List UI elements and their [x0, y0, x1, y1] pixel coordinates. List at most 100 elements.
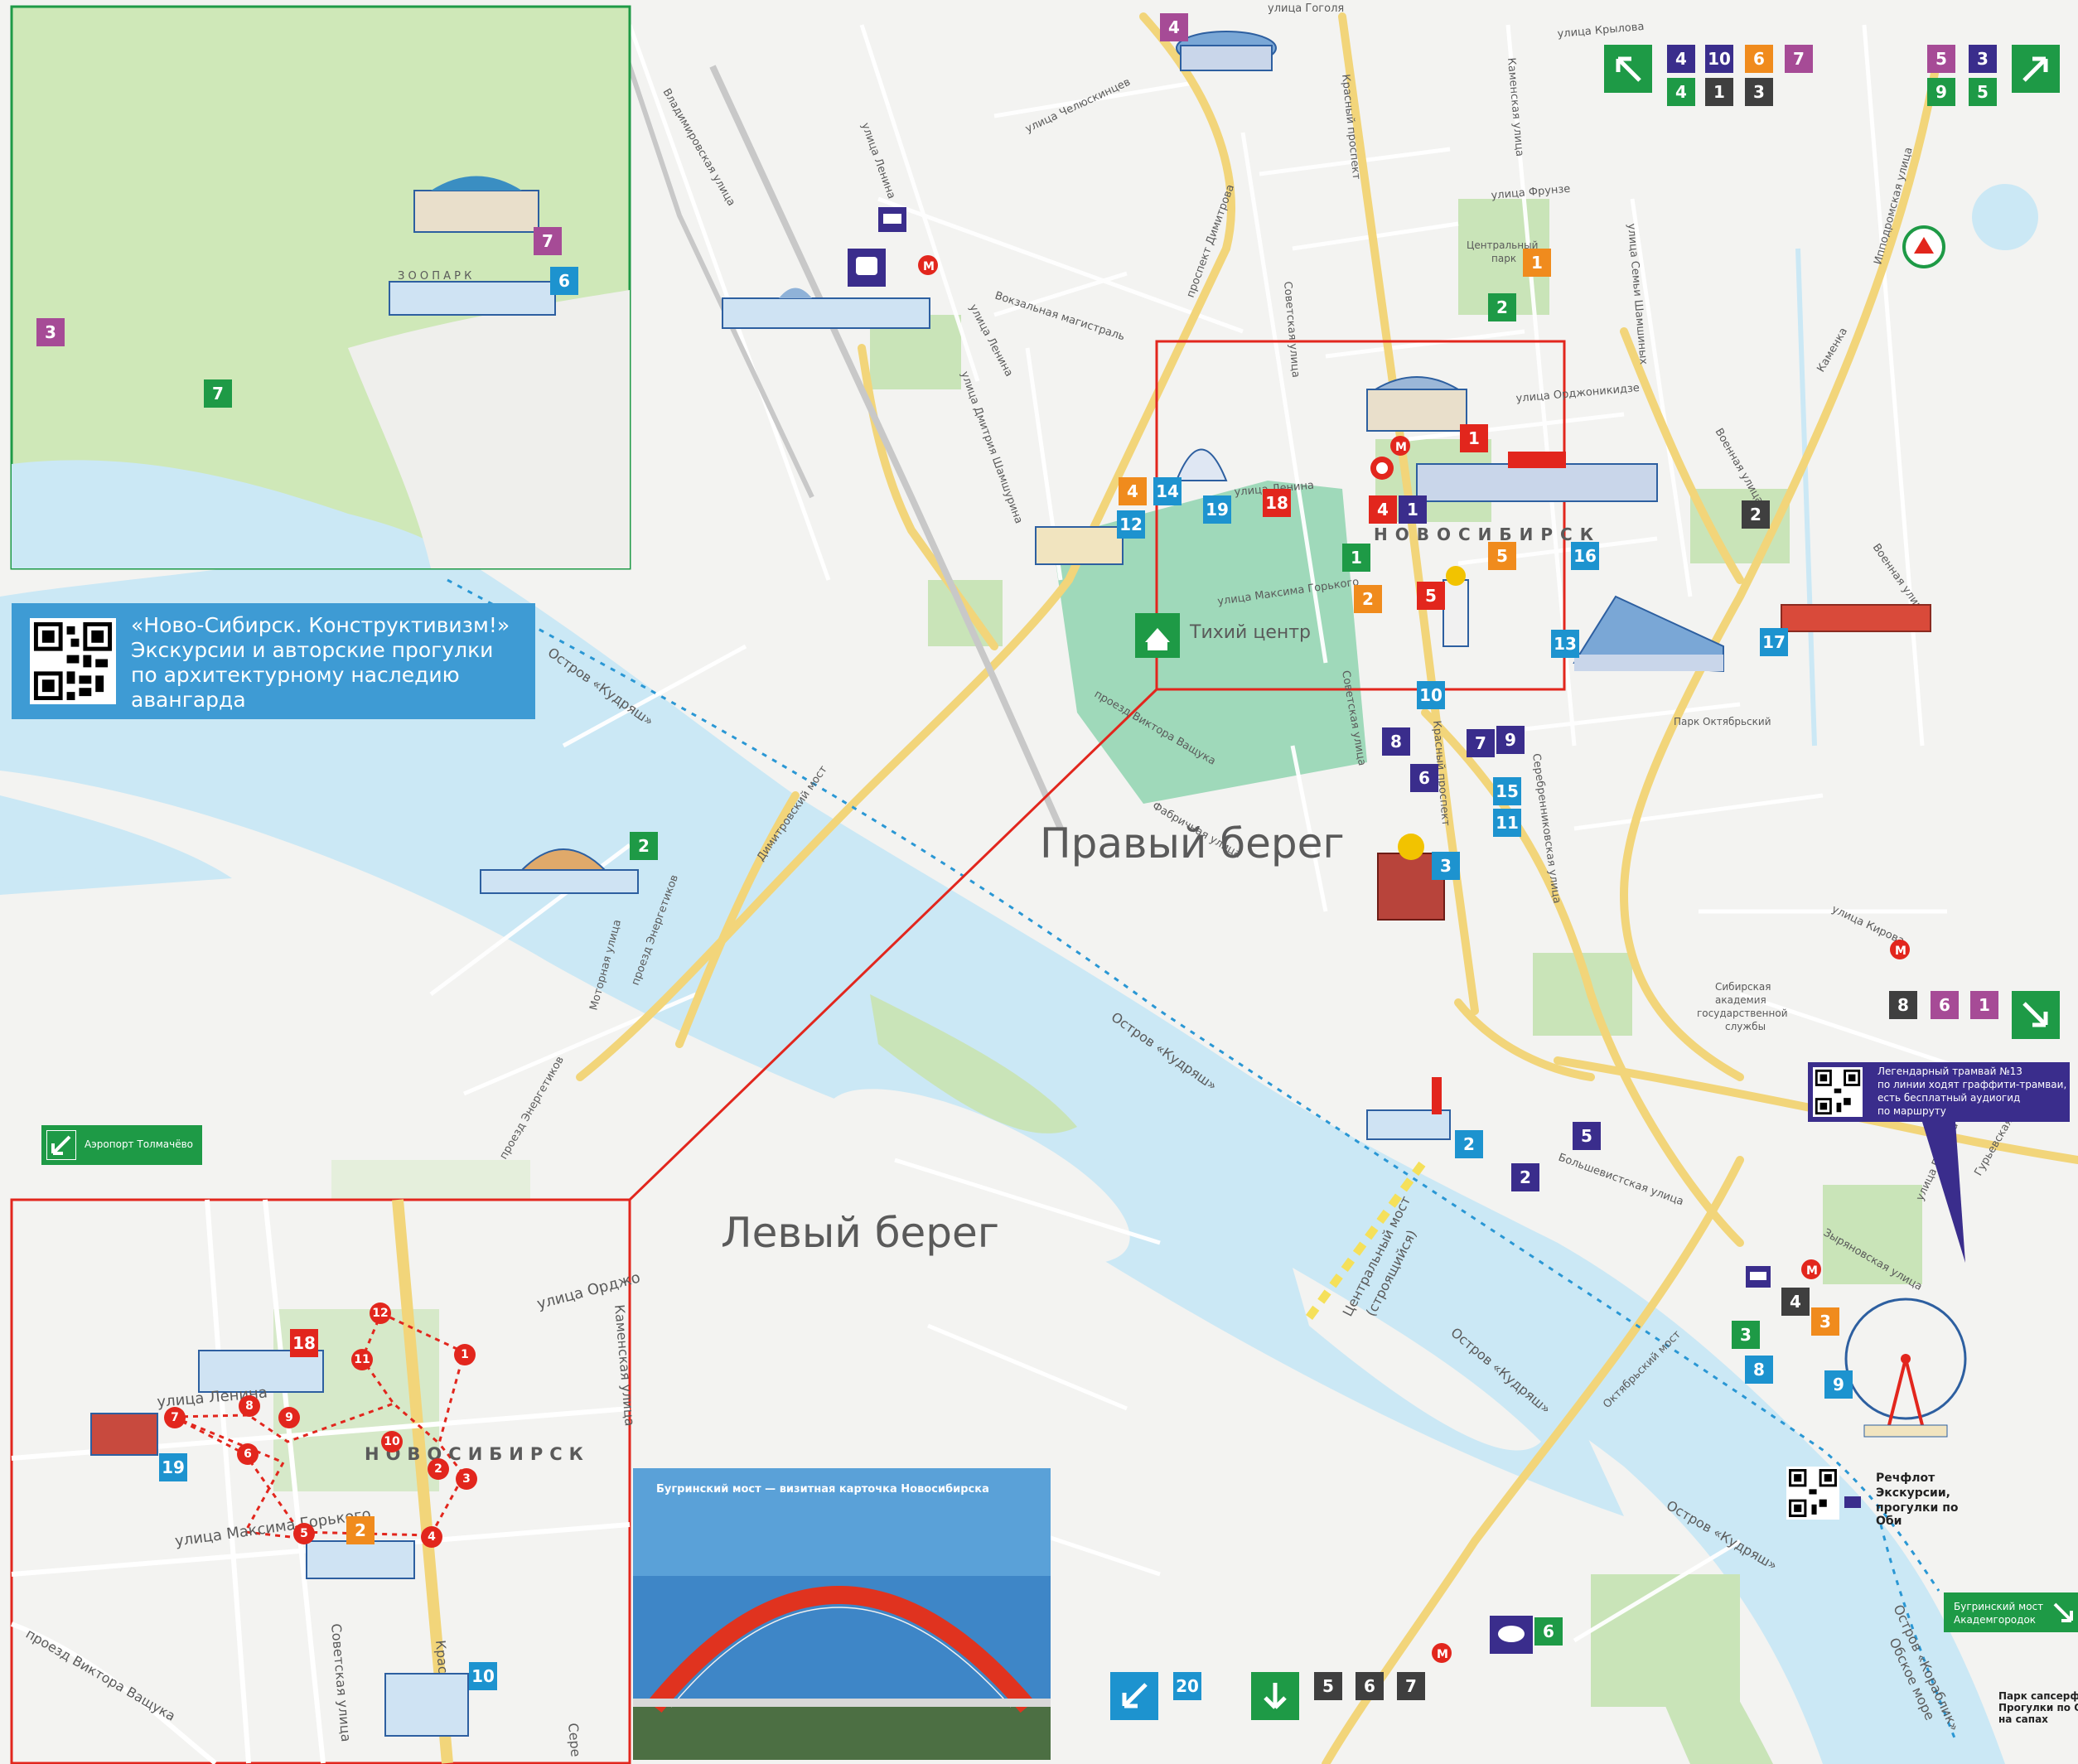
- poi-badge[interactable]: 4: [1781, 1288, 1810, 1316]
- poi-badge[interactable]: 3: [1432, 852, 1460, 880]
- route-point[interactable]: 10: [381, 1431, 403, 1452]
- poi-badge[interactable]: 3: [1732, 1321, 1760, 1349]
- route-point[interactable]: 2: [428, 1458, 449, 1480]
- poi-badge[interactable]: 14: [1153, 477, 1182, 505]
- route-badge[interactable]: 20: [1173, 1672, 1201, 1700]
- route-badge[interactable]: 7: [1397, 1672, 1425, 1700]
- poi-badge[interactable]: 1: [1342, 544, 1370, 572]
- arrow-down-right-icon: [2053, 1602, 2073, 1622]
- poi-badge[interactable]: 7: [1467, 729, 1495, 757]
- poi-badge[interactable]: 2: [1488, 293, 1516, 321]
- poi-badge[interactable]: 2: [1455, 1130, 1483, 1158]
- promo-constructivism[interactable]: «Ново-Сибирск. Конструктивизм!» Экскурси…: [12, 603, 535, 719]
- route-point[interactable]: 5: [293, 1523, 315, 1544]
- poi-badge[interactable]: 2: [630, 832, 658, 860]
- poi-badge[interactable]: 3: [36, 318, 65, 346]
- route-badge[interactable]: 4: [1667, 78, 1695, 106]
- poi-badge[interactable]: 15: [1493, 777, 1521, 805]
- tram13-info[interactable]: Легендарный трамвай №13 по линии ходят г…: [1808, 1062, 2070, 1122]
- poi-badge[interactable]: 9: [1496, 726, 1525, 754]
- poi-badge[interactable]: 3: [1811, 1307, 1839, 1336]
- poi-badge[interactable]: 2: [1354, 585, 1382, 613]
- route-badge[interactable]: 1: [1705, 78, 1733, 106]
- poi-badge[interactable]: 5: [1573, 1122, 1601, 1150]
- route-badge[interactable]: 5: [1314, 1672, 1342, 1700]
- poi-badge[interactable]: 17: [1760, 628, 1788, 656]
- airport-link[interactable]: Аэропорт Толмачёво: [41, 1125, 202, 1165]
- poi-badge[interactable]: 5: [1488, 542, 1516, 570]
- poi-badge[interactable]: 6: [1410, 764, 1438, 792]
- poi-badge[interactable]: 6: [550, 267, 578, 295]
- poi-badge[interactable]: 2: [346, 1516, 375, 1544]
- route-badge[interactable]: 4: [1667, 45, 1695, 73]
- poi-badge[interactable]: 11: [1493, 809, 1521, 837]
- route-badge[interactable]: 3: [1969, 45, 1997, 73]
- poi-badge[interactable]: 8: [1382, 727, 1410, 756]
- poi-badge[interactable]: 16: [1571, 542, 1599, 570]
- rechflot-info[interactable]: Речфлот Экскурсии, прогулки по Оби: [1786, 1467, 1985, 1528]
- route-point[interactable]: 1: [454, 1344, 476, 1365]
- poi-badge[interactable]: 1: [1399, 495, 1427, 524]
- tram13-pointer: [1922, 1122, 1965, 1263]
- poi-badge[interactable]: 1: [1523, 249, 1551, 277]
- svg-text:Сере: Сере: [565, 1723, 584, 1758]
- route-point[interactable]: 8: [239, 1395, 260, 1417]
- poi-badge[interactable]: 2: [1511, 1163, 1539, 1191]
- poi-badge[interactable]: 19: [159, 1453, 187, 1481]
- poi-badge[interactable]: 6: [1534, 1617, 1563, 1646]
- route-point[interactable]: 7: [164, 1407, 186, 1428]
- poi-badge[interactable]: 9: [1824, 1370, 1853, 1399]
- bugrinsky-akadem-link[interactable]: Бугринский мост Академгородок: [1944, 1592, 2078, 1632]
- poi-badge[interactable]: 7: [534, 227, 562, 255]
- poi-badge[interactable]: 19: [1203, 495, 1231, 524]
- metro-icon-5: М: [1432, 1643, 1452, 1663]
- poi-badge[interactable]: 10: [1417, 681, 1445, 709]
- poi-badge[interactable]: 4: [1369, 495, 1397, 524]
- route-badge[interactable]: 5: [1969, 78, 1997, 106]
- route-badge[interactable]: 9: [1927, 78, 1955, 106]
- poi-badge[interactable]: 1: [1460, 424, 1488, 452]
- route-point[interactable]: 6: [237, 1443, 259, 1465]
- direction-arrow-ne: [2012, 45, 2060, 93]
- route-point[interactable]: 3: [456, 1468, 477, 1490]
- railway-station-building: [722, 288, 930, 329]
- district-right-bank: Правый берег: [1040, 819, 1345, 868]
- route-point[interactable]: 11: [351, 1349, 373, 1370]
- sup-line: Парк сапсерфинга: [1998, 1690, 2078, 1702]
- poi-badge[interactable]: 8: [1745, 1356, 1773, 1384]
- route-badge[interactable]: 6: [1931, 991, 1959, 1019]
- svg-text:М: М: [1806, 1264, 1818, 1278]
- route-point[interactable]: 4: [421, 1526, 442, 1548]
- route-badge[interactable]: 8: [1889, 991, 1917, 1019]
- poi-badge[interactable]: 7: [204, 379, 232, 408]
- poi-badge[interactable]: 13: [1551, 630, 1579, 658]
- route-badge[interactable]: 5: [1927, 45, 1955, 73]
- route-badge[interactable]: 6: [1356, 1672, 1384, 1700]
- poi-badge[interactable]: 4: [1160, 13, 1188, 41]
- district-left-bank: Левый берег: [721, 1209, 999, 1257]
- route-badge[interactable]: 7: [1785, 45, 1813, 73]
- route-point[interactable]: 12: [370, 1302, 391, 1324]
- route-badge[interactable]: 10: [1705, 45, 1733, 73]
- city-name: НОВОСИБИРСК: [1374, 524, 1601, 544]
- poi-badge[interactable]: 18: [1263, 489, 1291, 517]
- route-badge[interactable]: 1: [1970, 991, 1998, 1019]
- route-badge[interactable]: 6: [1745, 45, 1773, 73]
- poi-badge[interactable]: 4: [1119, 477, 1147, 505]
- svg-text:государственной: государственной: [1697, 1008, 1788, 1019]
- poi-badge[interactable]: 5: [1417, 582, 1445, 610]
- route-badge[interactable]: 3: [1745, 78, 1773, 106]
- svg-text:М: М: [1437, 1648, 1448, 1661]
- poi-badge[interactable]: 10: [469, 1662, 497, 1690]
- poi-badge[interactable]: 2: [1742, 500, 1770, 529]
- route-point[interactable]: 9: [278, 1407, 300, 1428]
- svg-text:службы: службы: [1725, 1021, 1766, 1032]
- sup-line: на сапах: [1998, 1713, 2048, 1725]
- left-bank-building-2: [480, 848, 639, 894]
- chapel-building: [1443, 566, 1469, 647]
- sup-park-info[interactable]: Парк сапсерфинга Прогулки по Оби на сапа…: [1998, 1690, 2078, 1748]
- poi-badge[interactable]: 18: [290, 1329, 318, 1357]
- poi-badge[interactable]: 12: [1117, 510, 1145, 539]
- opera-theatre-building: [1366, 376, 1467, 432]
